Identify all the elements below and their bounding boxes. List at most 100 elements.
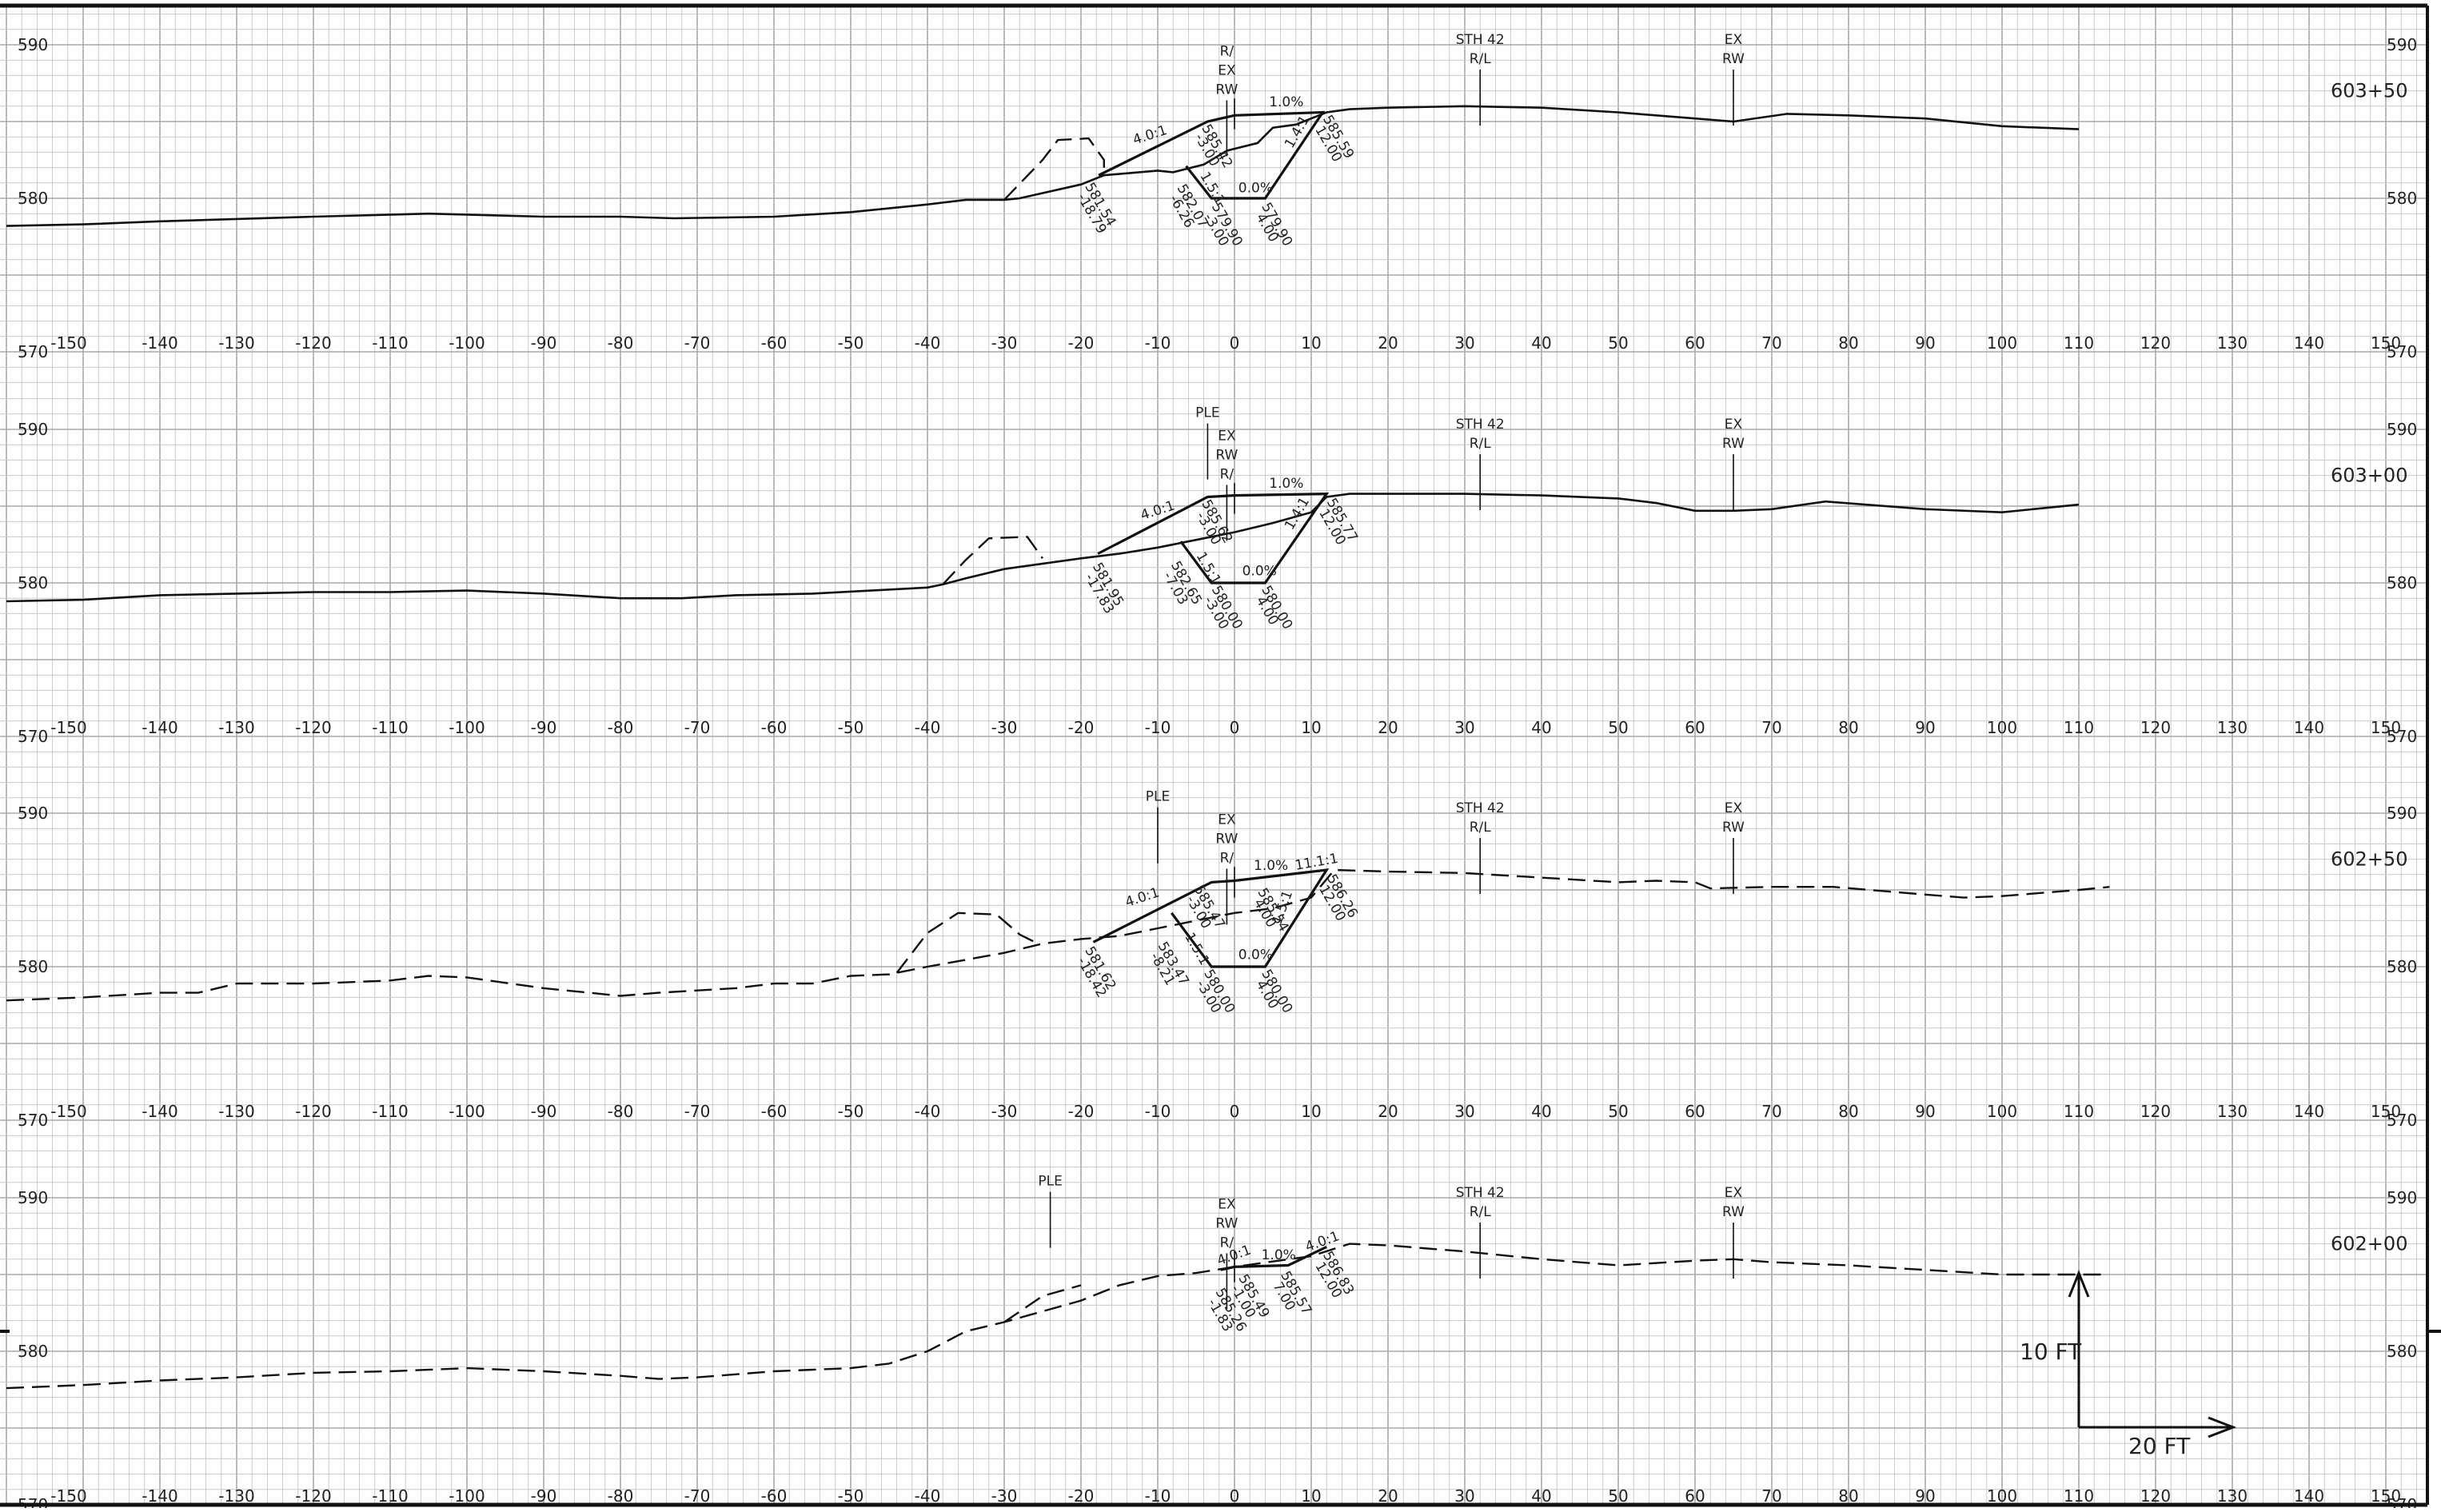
offset-tick-label: -40 bbox=[915, 718, 941, 737]
offset-tick-label: -60 bbox=[761, 1486, 788, 1506]
offset-tick-label: 130 bbox=[2217, 1102, 2248, 1121]
offset-tick-label: 10 bbox=[1301, 1486, 1321, 1506]
offset-tick-label: -70 bbox=[684, 718, 711, 737]
marker-label: STH 42 bbox=[1456, 800, 1505, 816]
elevation-label-right: 580 bbox=[2387, 1342, 2417, 1361]
marker-label: R/L bbox=[1470, 436, 1492, 452]
offset-tick-label: 0 bbox=[1230, 1486, 1240, 1506]
elevation-label-left: 570 bbox=[18, 727, 48, 746]
offset-tick-label: -60 bbox=[761, 333, 788, 353]
offset-tick-label: -120 bbox=[295, 333, 331, 353]
offset-tick-label: -70 bbox=[684, 333, 711, 353]
offset-tick-label: -50 bbox=[838, 1486, 864, 1506]
marker-label: EX bbox=[1218, 62, 1236, 78]
design-annotation: 1.0% bbox=[1254, 858, 1288, 874]
marker-label: RW bbox=[1215, 1215, 1238, 1231]
offset-tick-label: 30 bbox=[1454, 1486, 1474, 1506]
offset-tick-label: -140 bbox=[142, 1486, 177, 1506]
design-annotation: 0.0% bbox=[1238, 947, 1273, 963]
offset-tick-label: 60 bbox=[1685, 718, 1705, 737]
marker-label: R/L bbox=[1470, 1204, 1492, 1220]
elevation-label-right: 590 bbox=[2387, 35, 2417, 54]
offset-tick-label: 90 bbox=[1915, 1102, 1935, 1121]
offset-tick-label: 50 bbox=[1608, 1486, 1628, 1506]
offset-tick-label: -100 bbox=[449, 1102, 485, 1121]
offset-tick-label: 100 bbox=[1987, 1486, 2017, 1506]
offset-tick-label: -70 bbox=[684, 1102, 711, 1121]
offset-tick-label: 70 bbox=[1761, 718, 1781, 737]
design-annotation: 1.0% bbox=[1269, 94, 1303, 110]
marker-label: EX bbox=[1725, 1185, 1743, 1201]
scale-horizontal-label: 20 FT bbox=[2128, 1433, 2191, 1459]
offset-tick-label: -80 bbox=[608, 718, 634, 737]
station-label: 602+00 bbox=[2331, 1233, 2407, 1255]
elevation-label-right: 580 bbox=[2387, 957, 2417, 976]
offset-tick-label: -110 bbox=[372, 1486, 408, 1506]
offset-tick-label: -10 bbox=[1145, 333, 1171, 353]
offset-tick-label: 30 bbox=[1454, 718, 1474, 737]
offset-tick-label: -10 bbox=[1145, 1486, 1171, 1506]
elevation-label-left: 580 bbox=[18, 189, 48, 208]
offset-tick-label: 50 bbox=[1608, 718, 1628, 737]
offset-tick-label: 50 bbox=[1608, 1102, 1628, 1121]
offset-tick-label: 150 bbox=[2371, 718, 2401, 737]
offset-tick-label: -30 bbox=[991, 1102, 1018, 1121]
offset-tick-label: 90 bbox=[1915, 1486, 1935, 1506]
marker-label: RW bbox=[1215, 447, 1238, 463]
offset-tick-label: -150 bbox=[50, 1486, 86, 1506]
offset-tick-label: 100 bbox=[1987, 1102, 2017, 1121]
marker-label: EX bbox=[1218, 428, 1236, 444]
marker-label: RW bbox=[1215, 82, 1238, 98]
design-annotation: 0.0% bbox=[1242, 563, 1277, 579]
offset-tick-label: -50 bbox=[838, 1102, 864, 1121]
elevation-label-right: 570 bbox=[2387, 1111, 2417, 1130]
offset-tick-label: 140 bbox=[2294, 718, 2324, 737]
design-annotation: 4.0:1 bbox=[1303, 1228, 1342, 1255]
offset-tick-label: 120 bbox=[2140, 1102, 2171, 1121]
offset-tick-label: 70 bbox=[1761, 1486, 1781, 1506]
marker-label: R/L bbox=[1470, 51, 1492, 67]
marker-label: R/ bbox=[1220, 1235, 1234, 1251]
existing-ground-line bbox=[6, 105, 2080, 227]
marker-label: STH 42 bbox=[1456, 32, 1505, 48]
design-annotation: 1.0% bbox=[1269, 476, 1303, 492]
offset-tick-label: -100 bbox=[449, 333, 485, 353]
offset-tick-label: 0 bbox=[1230, 1102, 1240, 1121]
offset-tick-label: 20 bbox=[1378, 1102, 1398, 1121]
offset-tick-label: -130 bbox=[218, 1486, 254, 1506]
offset-tick-label: 140 bbox=[2294, 1486, 2324, 1506]
elevation-label-left: 570 bbox=[18, 1111, 48, 1130]
offset-tick-label: -150 bbox=[50, 333, 86, 353]
offset-tick-label: 90 bbox=[1915, 718, 1935, 737]
existing-ground-line bbox=[6, 1243, 2102, 1390]
station-label: 603+00 bbox=[2331, 465, 2407, 487]
existing-berm-line bbox=[942, 536, 1043, 585]
offset-tick-label: 120 bbox=[2140, 1486, 2171, 1506]
offset-tick-label: -130 bbox=[218, 718, 254, 737]
offset-tick-label: 10 bbox=[1301, 718, 1321, 737]
sheet-frame bbox=[0, 3, 2441, 1507]
elevation-label-right: 580 bbox=[2387, 573, 2417, 592]
offset-tick-label: 50 bbox=[1608, 333, 1628, 353]
offset-tick-label: 110 bbox=[2064, 1486, 2094, 1506]
marker-label: EX bbox=[1218, 812, 1236, 828]
marker-label: EX bbox=[1725, 417, 1743, 433]
offset-tick-label: 40 bbox=[1531, 1102, 1551, 1121]
offset-tick-label: -120 bbox=[295, 1486, 331, 1506]
marker-label: STH 42 bbox=[1456, 1185, 1505, 1201]
offset-tick-label: 40 bbox=[1531, 333, 1551, 353]
offset-tick-label: 110 bbox=[2064, 718, 2094, 737]
design-annotation: 1.0% bbox=[1262, 1247, 1296, 1263]
offset-tick-label: -120 bbox=[295, 718, 331, 737]
offset-tick-label: -150 bbox=[50, 1102, 86, 1121]
existing-ground-line bbox=[6, 493, 2080, 603]
marker-label: RW bbox=[1215, 831, 1238, 847]
marker-label: RW bbox=[1722, 436, 1745, 452]
offset-tick-label: -110 bbox=[372, 718, 408, 737]
existing-berm-line bbox=[1003, 1284, 1082, 1323]
offset-tick-label: 40 bbox=[1531, 718, 1551, 737]
offset-tick-label: 130 bbox=[2217, 718, 2248, 737]
offset-tick-label: -50 bbox=[838, 333, 864, 353]
offset-tick-label: 0 bbox=[1230, 718, 1240, 737]
